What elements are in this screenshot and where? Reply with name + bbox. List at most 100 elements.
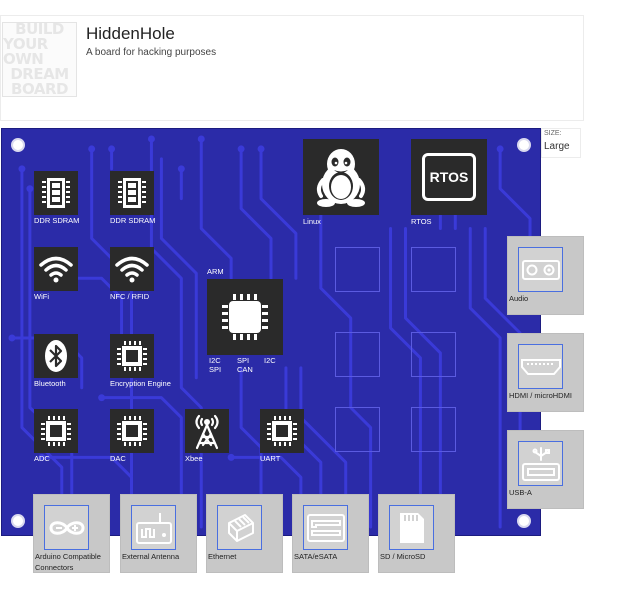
component-uart[interactable]: UART: [260, 409, 304, 463]
component-adc[interactable]: ADC: [34, 409, 78, 463]
port-icon-frame: [131, 505, 176, 550]
linux-tile: [303, 139, 379, 215]
component-label: DDR SDRAM: [34, 216, 80, 225]
empty-slot[interactable]: [411, 247, 456, 292]
component-rtos[interactable]: RTOS RTOS: [411, 139, 487, 229]
component-label: Xbee: [185, 454, 203, 463]
pin-label-spi: SPI: [237, 356, 250, 365]
rtos-badge-icon: RTOS: [422, 153, 476, 201]
component-label: Linux: [303, 217, 321, 226]
bluetooth-icon: [45, 340, 67, 372]
logo-line: DREAM: [10, 65, 69, 83]
pin-label-spi: SPI: [209, 365, 222, 374]
component-label: WiFi: [34, 292, 49, 301]
component-label: Encryption Engine: [110, 379, 171, 388]
chip-tile: [110, 334, 154, 378]
component-arm[interactable]: ARM I2C SPI SPI CAN I2C: [207, 267, 283, 377]
wifi-tile: [34, 247, 78, 291]
mounting-hole: [11, 514, 25, 528]
cpu-icon: [222, 294, 268, 340]
chip-icon: [41, 416, 71, 446]
component-nfc-rfid[interactable]: NFC / RFID: [110, 247, 154, 301]
component-dac[interactable]: DAC: [110, 409, 154, 463]
port-icon-frame: [217, 505, 262, 550]
memory-icon: [118, 178, 146, 208]
port-icon-frame: [518, 441, 563, 486]
wifi-icon: [115, 256, 149, 283]
component-label: UART: [260, 454, 281, 463]
usb-icon: [521, 446, 560, 481]
board-traces: [8, 135, 532, 529]
rtos-badge-text: RTOS: [429, 169, 469, 185]
port-icon-frame: [518, 247, 563, 292]
chip-icon: [117, 416, 147, 446]
mounting-hole: [11, 138, 25, 152]
port-icon-frame: [303, 505, 348, 550]
logo-line: BOARD: [11, 80, 68, 98]
port-icon-frame: [44, 505, 89, 550]
port-label: Ethernet: [208, 552, 237, 561]
board-size-selector[interactable]: SIZE: Large: [541, 128, 581, 158]
port-sata[interactable]: SATA/eSATA: [292, 494, 369, 573]
project-header: BUILD YOUR OWN DREAM BOARD HiddenHole A …: [0, 15, 584, 121]
port-icon-frame: [389, 505, 434, 550]
empty-slot[interactable]: [335, 407, 380, 452]
rtos-tile: RTOS: [411, 139, 487, 215]
wifi-icon: [39, 256, 73, 283]
component-wifi[interactable]: WiFi: [34, 247, 78, 301]
size-value[interactable]: Large: [544, 141, 570, 152]
build-your-own-logo: BUILD YOUR OWN DREAM BOARD: [2, 22, 77, 97]
empty-slot[interactable]: [335, 332, 380, 377]
port-label: External Antenna: [122, 552, 180, 561]
pin-label-i2c: I2C: [264, 356, 276, 365]
circuit-board: DDR SDRAM DDR SDRAM WiFi: [1, 128, 541, 536]
antenna-board-icon: [135, 512, 172, 544]
pin-label-i2c: I2C: [209, 356, 221, 365]
port-label: USB-A: [509, 488, 532, 497]
component-ddr-sdram-2[interactable]: DDR SDRAM: [110, 171, 156, 225]
empty-slot[interactable]: [335, 247, 380, 292]
audio-jack-icon: [521, 259, 560, 280]
project-subtitle: A board for hacking purposes: [86, 47, 217, 58]
port-audio[interactable]: Audio: [507, 236, 584, 315]
port-arduino-connectors[interactable]: Arduino Compatible Connectors: [33, 494, 110, 573]
xbee-tile: [185, 409, 229, 453]
bluetooth-tile: [34, 334, 78, 378]
ethernet-plug-icon: [227, 513, 254, 542]
chip-icon: [267, 416, 297, 446]
logo-line: BUILD: [15, 20, 64, 38]
component-label: RTOS: [411, 217, 432, 226]
port-icon-frame: [518, 344, 563, 389]
chip-icon: [117, 341, 147, 371]
component-xbee[interactable]: Xbee: [185, 409, 229, 463]
port-usb-a[interactable]: USB-A: [507, 430, 584, 509]
sd-card-icon: [399, 512, 424, 543]
port-external-antenna[interactable]: External Antenna: [120, 494, 197, 573]
mounting-hole: [517, 514, 531, 528]
arm-cpu-tile: [207, 279, 283, 355]
component-label: NFC / RFID: [110, 292, 150, 301]
linux-tux-icon: [316, 149, 366, 207]
port-label: SATA/eSATA: [294, 552, 338, 561]
port-hdmi[interactable]: HDMI / microHDMI: [507, 333, 584, 412]
empty-slot[interactable]: [411, 332, 456, 377]
component-ddr-sdram-1[interactable]: DDR SDRAM: [34, 171, 80, 225]
size-label: SIZE:: [544, 130, 562, 137]
component-label: ARM: [207, 267, 224, 276]
component-label: DDR SDRAM: [110, 216, 156, 225]
component-linux[interactable]: Linux: [303, 139, 379, 229]
empty-slot[interactable]: [411, 407, 456, 452]
component-label: Bluetooth: [34, 379, 66, 388]
port-ethernet[interactable]: Ethernet: [206, 494, 283, 573]
memory-chip-tile: [110, 171, 154, 215]
mounting-hole: [517, 138, 531, 152]
port-sd[interactable]: SD / MicroSD: [378, 494, 455, 573]
memory-icon: [42, 178, 70, 208]
sata-connector-icon: [306, 513, 345, 542]
antenna-tower-icon: [195, 414, 219, 450]
component-bluetooth[interactable]: Bluetooth: [34, 334, 78, 388]
arduino-infinity-icon: [48, 520, 85, 535]
port-label: SD / MicroSD: [380, 552, 426, 561]
component-label: ADC: [34, 454, 50, 463]
component-encryption-engine[interactable]: Encryption Engine: [110, 334, 171, 388]
